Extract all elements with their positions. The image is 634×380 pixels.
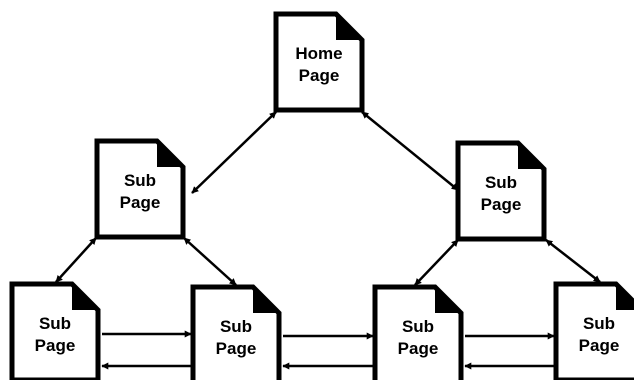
page-label-line: Page [579, 336, 620, 355]
page-label-line: Sub [583, 314, 615, 333]
link-sub-right-to-sub-bottom-3 [414, 239, 459, 286]
links-layer [55, 111, 601, 370]
page-corner-fold [435, 287, 461, 313]
page-label-line: Sub [39, 314, 71, 333]
link-sub-right-to-sub-bottom-4 [545, 239, 601, 283]
page-label-line: Page [120, 193, 161, 212]
page-label-line: Sub [485, 173, 517, 192]
page-corner-fold [157, 141, 183, 167]
link-home-to-sub-left [191, 111, 277, 194]
nodes-layer: HomePageSubPageSubPageSubPageSubPageSubP… [9, 11, 634, 380]
page-corner-fold [518, 143, 544, 169]
page-label-line: Page [481, 195, 522, 214]
page-label-line: Sub [402, 317, 434, 336]
page-label-line: Page [299, 66, 340, 85]
page-label-line: Sub [220, 317, 252, 336]
page-label-line: Page [216, 339, 257, 358]
document-page-icon [553, 281, 634, 380]
page-corner-fold [253, 287, 279, 313]
page-corner-fold [616, 284, 634, 310]
page-label-line: Sub [124, 171, 156, 190]
page-label-line: Page [35, 336, 76, 355]
page-corner-fold [336, 14, 362, 40]
link-sub-left-to-sub-bottom-2 [183, 237, 237, 286]
page-corner-fold [72, 284, 98, 310]
page-label-line: Home [295, 44, 342, 63]
link-home-to-sub-right [361, 111, 459, 191]
link-sub-left-to-sub-bottom-1 [55, 237, 97, 283]
page-label-line: Page [398, 339, 439, 358]
